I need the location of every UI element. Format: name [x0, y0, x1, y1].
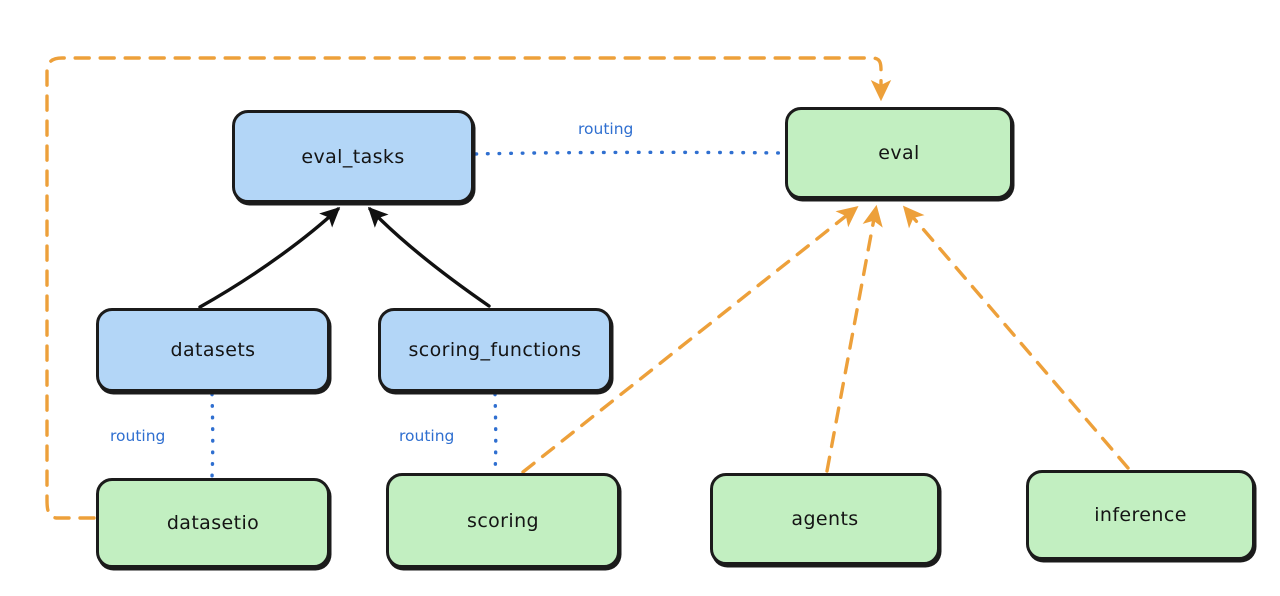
edge-agents-to-eval	[825, 204, 883, 473]
node-datasets[interactable]: datasets	[96, 308, 330, 392]
node-label-inference: inference	[1094, 504, 1187, 526]
node-label-datasets: datasets	[170, 339, 256, 361]
node-inference[interactable]: inference	[1026, 470, 1255, 560]
edge-label-routing-eval-tasks-eval: routing	[578, 120, 634, 138]
node-label-agents: agents	[791, 508, 859, 530]
node-eval[interactable]: eval	[785, 107, 1013, 199]
node-label-scoring-functions: scoring_functions	[408, 339, 582, 361]
node-label-eval-tasks: eval_tasks	[301, 145, 405, 168]
edge-label-routing-datasets-datasetio: routing	[110, 427, 166, 445]
edge-inference-to-eval	[902, 205, 1130, 470]
edge-datasets-to-datasetio	[210, 392, 215, 479]
node-scoring-functions[interactable]: scoring_functions	[378, 308, 612, 392]
edge-scoring-functions-to-eval-tasks	[367, 206, 491, 308]
edge-eval-tasks-to-eval	[474, 150, 784, 156]
edge-label-routing-scoring-functions-scoring: routing	[399, 427, 455, 445]
node-label-scoring: scoring	[467, 509, 539, 532]
node-label-datasetio: datasetio	[166, 512, 260, 534]
edge-scoring-functions-to-scoring	[493, 392, 498, 474]
edge-datasets-to-eval-tasks	[198, 206, 341, 309]
node-scoring[interactable]: scoring	[386, 473, 620, 568]
node-agents[interactable]: agents	[710, 473, 940, 565]
node-label-eval: eval	[878, 142, 920, 164]
node-eval-tasks[interactable]: eval_tasks	[232, 110, 474, 203]
node-datasetio[interactable]: datasetio	[96, 478, 330, 568]
